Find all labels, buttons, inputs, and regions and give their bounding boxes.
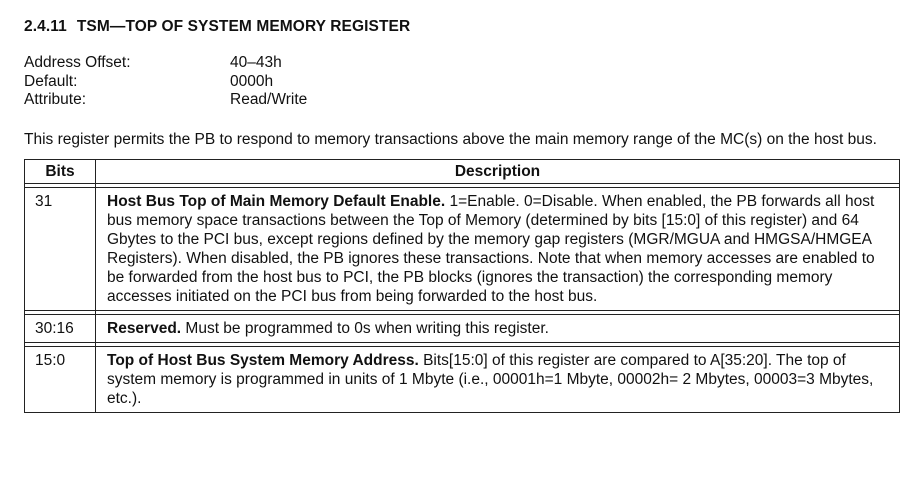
row-description: Host Bus Top of Main Memory Default Enab… xyxy=(95,186,900,311)
table-row: 30:16 Reserved. Must be programmed to 0s… xyxy=(24,313,900,343)
table-row: 31 Host Bus Top of Main Memory Default E… xyxy=(24,186,900,311)
section-number: 2.4.11 xyxy=(24,18,67,35)
field-name: Reserved. xyxy=(107,319,182,337)
bits-column-header: Bits xyxy=(24,158,96,184)
field-name: Host Bus Top of Main Memory Default Enab… xyxy=(107,192,446,210)
attribute-row: Attribute: Read/Write xyxy=(24,91,900,110)
section-heading: 2.4.11 TSM—TOP OF SYSTEM MEMORY REGISTER xyxy=(24,18,900,36)
default-value: 0000h xyxy=(230,72,274,90)
row-description: Reserved. Must be programmed to 0s when … xyxy=(95,313,900,343)
address-offset-row: Address Offset: 40–43h xyxy=(24,54,900,73)
table-spacer xyxy=(24,183,900,187)
default-label: Default: xyxy=(24,72,78,90)
field-name: Top of Host Bus System Memory Address. xyxy=(107,351,419,369)
description-column-header: Description xyxy=(95,158,900,184)
field-text: Bits[15:0] of this register are compared… xyxy=(107,351,874,407)
field-text: 1=Enable. 0=Disable. When enabled, the P… xyxy=(107,192,875,305)
default-row: Default: 0000h xyxy=(24,73,900,92)
address-offset-value: 40–43h xyxy=(230,54,282,71)
table-spacer xyxy=(24,342,900,346)
row-bits: 30:16 xyxy=(24,313,96,343)
register-description: This register permits the PB to respond … xyxy=(24,130,877,148)
row-bits: 15:0 xyxy=(24,345,96,413)
attribute-label: Attribute: xyxy=(24,91,87,108)
table-header-row: Bits Description xyxy=(24,158,900,184)
table-spacer xyxy=(24,310,900,314)
section-title: TSM—TOP OF SYSTEM MEMORY REGISTER xyxy=(76,18,411,35)
address-offset-label: Address Offset: xyxy=(24,54,131,71)
table-row: 15:0 Top of Host Bus System Memory Addre… xyxy=(24,345,900,413)
row-description: Top of Host Bus System Memory Address. B… xyxy=(95,345,900,413)
attribute-value: Read/Write xyxy=(230,91,308,108)
register-attributes: Address Offset: 40–43h Default: 0000h At… xyxy=(24,54,900,110)
field-text: Must be programmed to 0s when writing th… xyxy=(181,319,549,337)
row-bits: 31 xyxy=(24,186,96,311)
bit-description-table: Bits Description 31 Host Bus Top of Main… xyxy=(24,158,900,413)
